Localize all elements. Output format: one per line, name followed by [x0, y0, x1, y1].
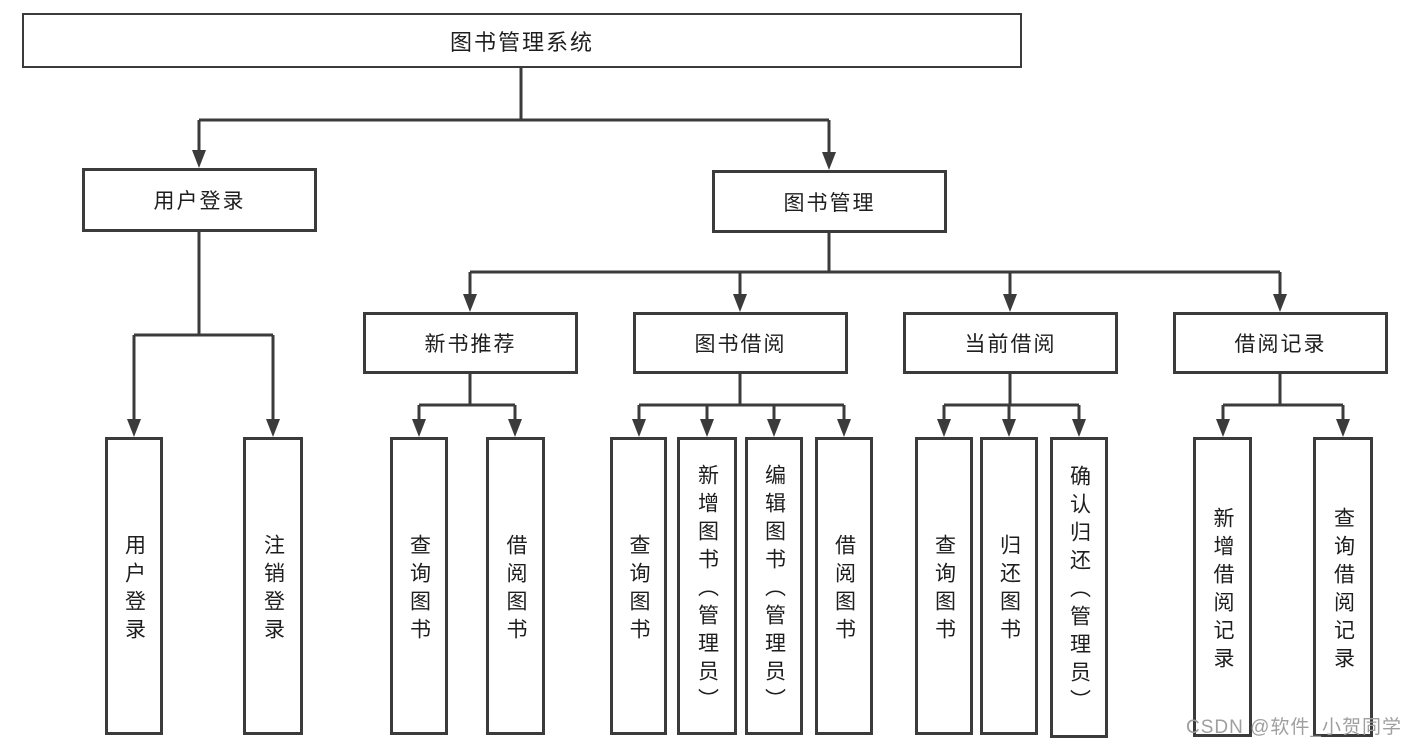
watermark-csdn: CSDN @软件_小贺同学	[1186, 717, 1402, 738]
node-library-system-label: 图书管理系统	[449, 29, 594, 55]
leaf-return-books-label: 归还图书	[997, 533, 1021, 646]
node-book-management-label: 图书管理	[783, 191, 876, 215]
arrowheads	[127, 150, 1350, 437]
leaf-query-borrow-record-label: 查询借阅记录	[1331, 506, 1355, 675]
node-book-management: 图书管理	[712, 170, 947, 233]
leaf-query-books-recommend: 查询图书	[390, 437, 448, 735]
node-user-login-label: 用户登录	[153, 190, 246, 213]
node-user-login: 用户登录	[82, 168, 317, 232]
leaf-borrow-books-recommend-label: 借阅图书	[504, 533, 527, 646]
leaf-user-login: 用户登录	[105, 437, 163, 735]
leaf-user-login-label: 用户登录	[122, 533, 146, 646]
leaf-add-books-admin-label: 新增图书（管理员）	[695, 463, 719, 716]
node-current-borrow-label: 当前借阅	[964, 333, 1057, 356]
leaf-logout-label: 注销登录	[261, 533, 285, 646]
leaf-borrow-books: 借阅图书	[815, 437, 873, 735]
node-borrow-records-label: 借阅记录	[1234, 333, 1327, 356]
leaf-query-books-current-label: 查询图书	[932, 533, 956, 646]
node-new-book-recommend: 新书推荐	[363, 312, 578, 374]
node-book-borrow: 图书借阅	[633, 312, 848, 374]
node-library-system: 图书管理系统	[22, 13, 1022, 68]
leaf-return-books: 归还图书	[980, 437, 1038, 735]
leaf-query-borrow-record: 查询借阅记录	[1313, 437, 1373, 737]
leaf-confirm-return-admin-label: 确认归还（管理员）	[1067, 465, 1091, 717]
leaf-borrow-books-label: 借阅图书	[832, 533, 856, 646]
leaf-query-books-current: 查询图书	[915, 437, 973, 735]
leaf-logout: 注销登录	[243, 437, 303, 735]
leaf-confirm-return-admin: 确认归还（管理员）	[1050, 437, 1108, 738]
leaf-add-books-admin: 新增图书（管理员）	[677, 437, 737, 735]
leaf-query-books-recommend-label: 查询图书	[407, 533, 431, 646]
node-borrow-records: 借阅记录	[1173, 312, 1388, 374]
leaf-query-books-borrow: 查询图书	[610, 437, 667, 735]
node-current-borrow: 当前借阅	[903, 312, 1118, 374]
leaf-query-books-borrow-label: 查询图书	[627, 533, 650, 646]
leaf-edit-books-admin-label: 编辑图书（管理员）	[762, 463, 786, 716]
leaf-add-borrow-record-label: 新增借阅记录	[1211, 506, 1234, 675]
leaf-add-borrow-record: 新增借阅记录	[1193, 437, 1252, 737]
node-book-borrow-label: 图书借阅	[694, 333, 787, 356]
leaf-borrow-books-recommend: 借阅图书	[486, 437, 545, 735]
node-new-book-recommend-label: 新书推荐	[424, 333, 517, 356]
leaf-edit-books-admin: 编辑图书（管理员）	[745, 437, 803, 735]
